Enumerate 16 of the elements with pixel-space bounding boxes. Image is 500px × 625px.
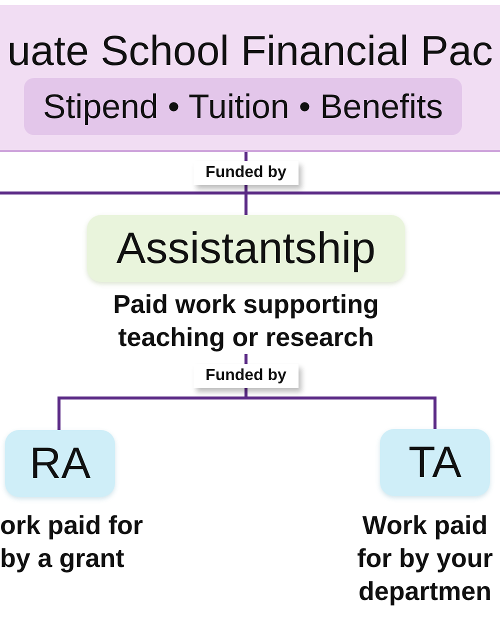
page-heading: uate School Financial Pac	[6, 27, 494, 75]
connector-line	[246, 192, 500, 194]
connector-line	[58, 396, 246, 430]
edge-label: Funded by	[194, 364, 298, 388]
node-description: Paid work supporting teaching or research	[112, 288, 380, 354]
summary-text: Stipend • Tuition • Benefits	[43, 86, 443, 126]
node-description: Work paid for by your departmen	[356, 509, 494, 608]
box-title: TA	[408, 438, 462, 488]
connector-line	[0, 192, 246, 194]
box-title: Assistantship	[116, 224, 376, 274]
edge-label: Funded by	[194, 160, 298, 184]
box-title: RA	[29, 438, 91, 488]
connector-line	[244, 194, 248, 215]
header-band	[0, 5, 500, 152]
node-description: ork paid for by a grant	[0, 509, 144, 575]
connector-line	[246, 396, 436, 429]
